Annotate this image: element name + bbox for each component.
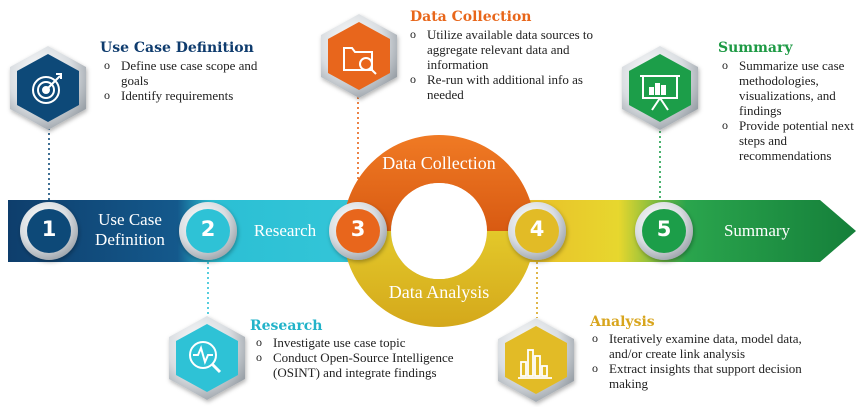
ring-label-data-collection: Data Collection (382, 153, 496, 173)
search-pulse-icon (189, 341, 222, 374)
data-cycle-ring (343, 135, 535, 327)
step-badge-2 (179, 202, 237, 260)
step-badge-5 (635, 202, 693, 260)
band-label-use-case-definition: Use Case Definition (95, 210, 165, 249)
stage-2-bullets: Investigate use case topic Conduct Open-… (256, 335, 456, 380)
stage-1-bullet: Identify requirements (104, 88, 264, 103)
connectors (48, 97, 661, 318)
step-number-3: 3 (350, 217, 366, 241)
stage-4-bullets: Iteratively examine data, model data, an… (592, 331, 814, 391)
stage-1-title: Use Case Definition (100, 40, 254, 56)
target-icon (32, 73, 62, 104)
step-number-2: 2 (200, 217, 216, 241)
stage-3-bullet: Re-run with additional info as needed (410, 72, 600, 102)
stage-5-bullet: Summarize use case methodologies, visual… (722, 58, 862, 118)
stage-3-bullet: Utilize available data sources to aggreg… (410, 27, 600, 72)
stage-4-title: Analysis (590, 314, 655, 330)
stage-5-bullet: Provide potential next steps and recomme… (722, 118, 862, 163)
stage-2-title: Research (250, 318, 323, 334)
stage-1-bullets: Define use case scope and goals Identify… (104, 58, 264, 103)
stage-3-title: Data Collection (410, 9, 532, 25)
folder-search-icon (343, 47, 377, 75)
ring-label-data-analysis: Data Analysis (388, 282, 490, 302)
step-badge-4 (508, 202, 566, 260)
stage-5-title: Summary (718, 40, 793, 56)
hexagon-4 (498, 318, 574, 402)
step-number-5: 5 (656, 217, 672, 241)
step-badge-1 (20, 202, 78, 260)
stage-4-bullet: Iteratively examine data, model data, an… (592, 331, 814, 361)
step-number-1: 1 (41, 217, 57, 241)
stage-2-bullet: Conduct Open-Source Intelligence (OSINT)… (256, 350, 456, 380)
presentation-board-icon (640, 75, 680, 111)
stage-2-bullet: Investigate use case topic (256, 335, 456, 350)
hexagon-3 (321, 14, 397, 98)
bar-chart-icon (518, 349, 552, 379)
stage-5-bullets: Summarize use case methodologies, visual… (722, 58, 862, 163)
step-number-4: 4 (529, 217, 545, 241)
stage-1-bullet: Define use case scope and goals (104, 58, 264, 88)
band-label-summary: Summary (723, 221, 791, 240)
band-label-research: Research (253, 221, 317, 240)
step-badge-3 (329, 202, 387, 260)
stage-4-bullet: Extract insights that support decision m… (592, 361, 814, 391)
stage-3-bullets: Utilize available data sources to aggreg… (410, 27, 600, 102)
